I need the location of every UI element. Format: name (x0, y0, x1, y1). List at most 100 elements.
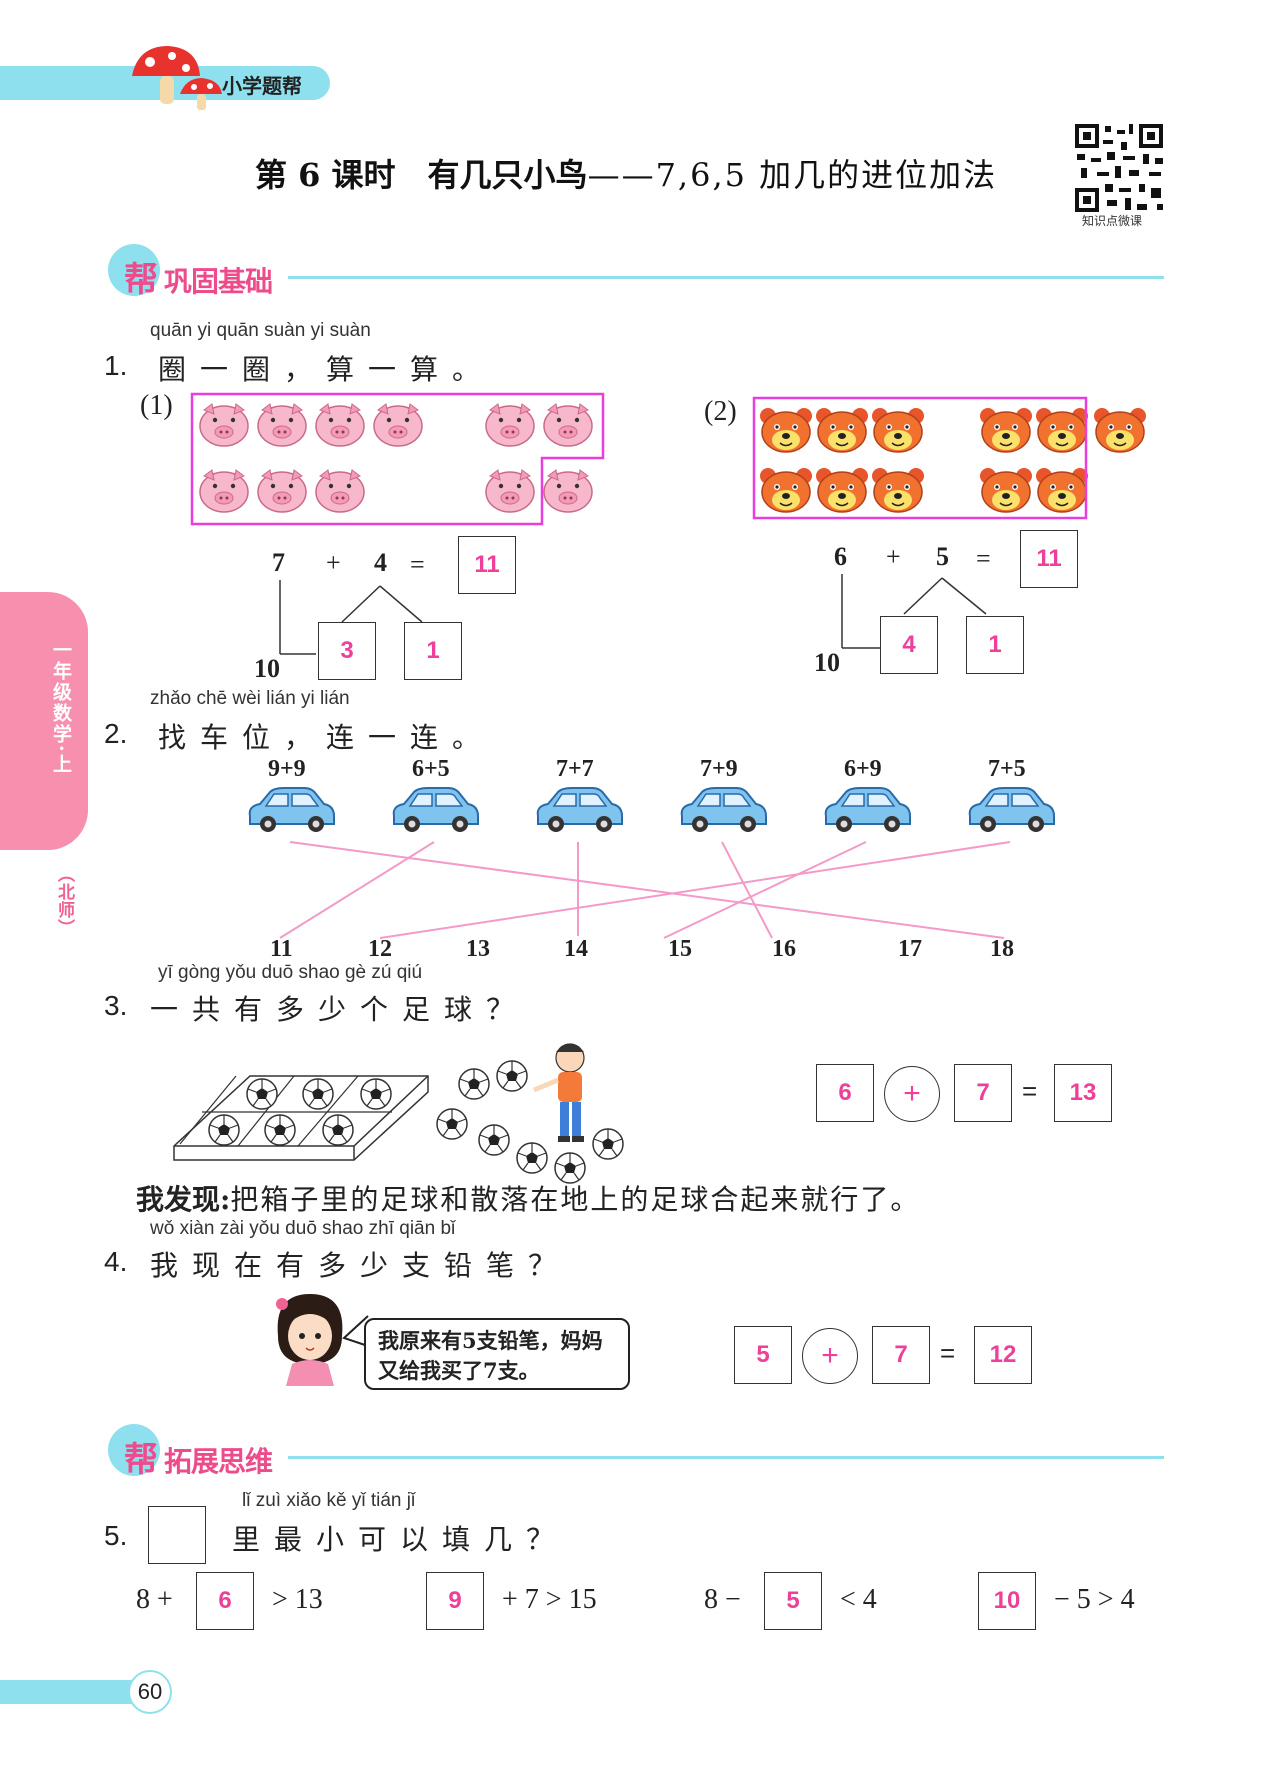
q4-text: 我现在有多少支铅笔？ (150, 1249, 571, 1282)
q3-number: 3. (104, 990, 128, 1021)
q1-part2-split2-box[interactable]: 1 (966, 616, 1024, 674)
bear-group-figure (752, 396, 1147, 520)
q4-a-box[interactable]: 5 (734, 1326, 792, 1384)
q1-part2-eq: = (976, 544, 991, 573)
lesson-title-sub: ——7,6,5 加几的进位加法 (587, 156, 998, 194)
section1-divider (288, 276, 1164, 279)
qr-code-icon[interactable] (1073, 122, 1165, 214)
lesson-title: 第 6 课时 有几只小鸟——7,6,5 加几的进位加法 (255, 150, 997, 196)
section2-divider (288, 1456, 1164, 1459)
girl-icon (276, 1294, 343, 1386)
spot-14: 14 (564, 936, 588, 962)
q4-number: 4. (104, 1246, 128, 1277)
side-tab (0, 592, 88, 850)
decompose-lines (841, 574, 987, 649)
q5-text: 里最小可以填几？ (232, 1523, 569, 1556)
lesson-title-main: 第 6 课时 有几只小鸟 (255, 156, 588, 194)
spot-15: 15 (668, 936, 692, 962)
decompose-lines (279, 580, 423, 655)
section1-label: 巩固基础 (164, 266, 273, 297)
q3-text: 一共有多少个足球？ (150, 993, 529, 1026)
pig-group-figure (190, 392, 605, 526)
q2-number: 2. (104, 718, 128, 749)
q2-text: 找车位，连一连。 (158, 721, 495, 754)
spot-16: 16 (772, 936, 796, 962)
q3-answer-box[interactable]: 13 (1054, 1064, 1112, 1122)
q1-text: 圈一圈，算一算。 (158, 353, 495, 386)
car-label-4: 7+9 (700, 756, 738, 782)
q5-blank-box (148, 1506, 206, 1564)
spot-17: 17 (898, 936, 922, 962)
side-tab-label: 一年级数学·上 (50, 640, 72, 775)
q1-part2-tens: 10 (814, 648, 840, 677)
q1-part1-tens: 10 (254, 654, 280, 683)
q1-pinyin: quān yi quān suàn yi suàn (150, 320, 371, 341)
q1-part2-label: (2) (704, 396, 737, 427)
q3-discovery-text: 把箱子里的足球和散落在地上的足球合起来就行了。 (230, 1183, 921, 1216)
q5-item2-box[interactable]: 9 (426, 1572, 484, 1630)
q3-eq: = (1022, 1076, 1038, 1106)
q1-part1-op: + (326, 548, 341, 577)
q5-item1-box[interactable]: 6 (196, 1572, 254, 1630)
section1-badge: 帮 (124, 261, 158, 299)
q4-b-box[interactable]: 7 (872, 1326, 930, 1384)
q5-item2-post: + 7 > 15 (502, 1584, 597, 1615)
page-number: 60 (128, 1670, 172, 1714)
q1-part1-b: 4 (374, 548, 387, 577)
boy-icon (533, 1043, 585, 1142)
q5-pinyin: lǐ zuì xiǎo kě yǐ tián jǐ (242, 1490, 416, 1511)
q5-item4-box[interactable]: 10 (978, 1572, 1036, 1630)
q1-part1-label: (1) (140, 390, 173, 421)
brand-name: 小学题帮 (222, 76, 302, 98)
q1-part2-op: + (886, 542, 901, 571)
mushroom-icon (132, 46, 222, 110)
football-figure (173, 1043, 624, 1184)
page-number-bar (0, 1680, 150, 1704)
q5-item4-post: − 5 > 4 (1054, 1584, 1135, 1615)
side-tab-edition: （北师） (54, 865, 74, 937)
car-label-2: 6+5 (412, 756, 450, 782)
q1-part2-split1-box[interactable]: 4 (880, 616, 938, 674)
q5-item3-box[interactable]: 5 (764, 1572, 822, 1630)
q3-b-box[interactable]: 7 (954, 1064, 1012, 1122)
q3-op-circle[interactable]: + (884, 1066, 940, 1122)
q4-speech-bubble: 我原来有5支铅笔，妈妈又给我买了7支。 (364, 1318, 630, 1390)
q1-part1-a: 7 (272, 548, 285, 577)
q1-part1-answer-box[interactable]: 11 (458, 536, 516, 594)
spot-13: 13 (466, 936, 490, 962)
parking-figure (248, 787, 1055, 939)
section-badge-circle (108, 1424, 160, 1476)
q4-eq: = (940, 1338, 956, 1368)
spot-12: 12 (368, 936, 392, 962)
q1-part2-answer-box[interactable]: 11 (1020, 530, 1078, 588)
q4-answer-box[interactable]: 12 (974, 1326, 1032, 1384)
speech-tail (342, 1315, 369, 1347)
car-label-5: 6+9 (844, 756, 882, 782)
q5-item1-pre: 8 + (136, 1584, 173, 1615)
q5-item1-post: > 13 (272, 1584, 323, 1615)
car-label-1: 9+9 (268, 756, 306, 782)
q5-item3-post: < 4 (840, 1584, 877, 1615)
q4-op-circle[interactable]: + (802, 1328, 858, 1384)
car-label-3: 7+7 (556, 756, 594, 782)
q3-a-box[interactable]: 6 (816, 1064, 874, 1122)
q1-number: 1. (104, 350, 128, 381)
q4-pinyin: wǒ xiàn zài yǒu duō shao zhī qiān bǐ (150, 1218, 456, 1239)
q1-part1-split2-box[interactable]: 1 (404, 622, 462, 680)
q1-part1-split1-box[interactable]: 3 (318, 622, 376, 680)
spot-11: 11 (270, 936, 293, 962)
q5-number: 5. (104, 1520, 128, 1551)
qr-caption: 知识点微课 (1082, 214, 1143, 228)
q3-discovery-label: 我发现: (136, 1183, 231, 1216)
section2-label: 拓展思维 (164, 1446, 273, 1477)
q5-item3-pre: 8 − (704, 1584, 741, 1615)
q3-discovery: 我发现:把箱子里的足球和散落在地上的足球合起来就行了。 (136, 1178, 920, 1218)
car-label-6: 7+5 (988, 756, 1026, 782)
q2-pinyin: zhǎo chē wèi lián yi lián (150, 688, 350, 709)
q1-part2-b: 5 (936, 542, 949, 571)
section-badge-circle (108, 244, 160, 296)
q1-part2-a: 6 (834, 542, 847, 571)
q1-part1-eq: = (410, 550, 425, 579)
q3-pinyin: yī gòng yǒu duō shao gè zú qiú (158, 962, 423, 983)
section2-badge: 帮 (124, 1441, 158, 1479)
